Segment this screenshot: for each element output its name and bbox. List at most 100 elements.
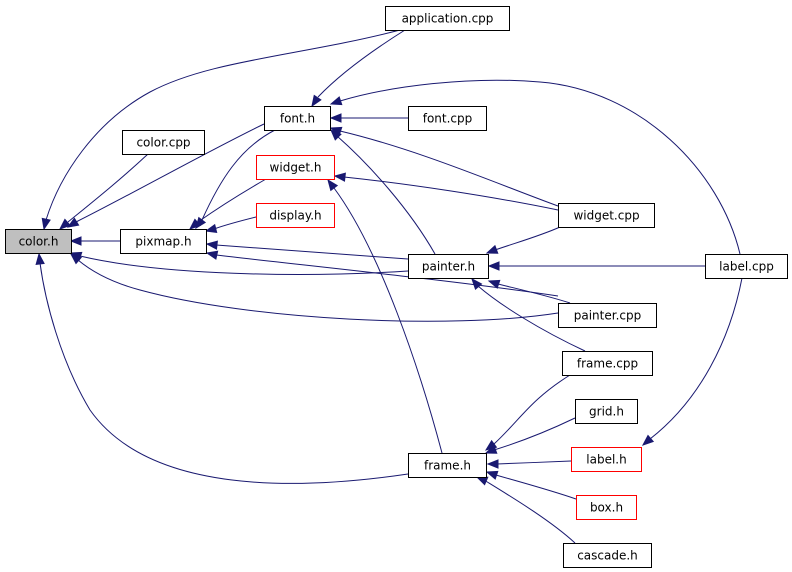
node-box: [256, 155, 335, 180]
node-display-h[interactable]: display.h: [256, 203, 335, 228]
edge-box-h-to-frame-h: [485, 470, 577, 500]
arrowhead: [205, 250, 219, 260]
node-color-h[interactable]: color.h: [5, 229, 72, 254]
node-label: font.h: [280, 112, 315, 126]
edge-label-cpp-to-painter-h: [487, 261, 705, 271]
edge-painter-cpp-to-color-h: [69, 253, 559, 322]
arrowhead: [205, 240, 218, 250]
node-box: [264, 106, 331, 131]
arrowhead: [35, 252, 45, 265]
arrowhead: [329, 96, 343, 106]
arrowhead: [41, 217, 51, 231]
node-label: color.h: [19, 235, 59, 249]
arrowhead: [641, 434, 655, 446]
node-label: widget.h: [270, 161, 322, 175]
node-label: display.h: [269, 209, 321, 223]
edge-painter-cpp-to-painter-h: [487, 279, 571, 304]
arrowhead: [195, 216, 207, 230]
arrowhead: [487, 279, 501, 289]
arrowhead: [486, 459, 499, 469]
node-font-cpp[interactable]: font.cpp: [408, 106, 487, 131]
node-box: [122, 130, 205, 155]
node-label: grid.h: [589, 405, 624, 419]
node-label: font.cpp: [423, 112, 473, 126]
node-box: [408, 254, 489, 279]
node-label: cascade.h: [577, 549, 638, 563]
edge-application-cpp-to-font-h: [311, 29, 406, 108]
edge-painter-h-to-pixmap-h: [205, 240, 409, 260]
edge-widget-cpp-to-widget-h: [333, 172, 559, 211]
node-pixmap-h[interactable]: pixmap.h: [120, 229, 207, 254]
node-label: label.h: [586, 453, 626, 467]
arrowhead: [69, 253, 83, 265]
node-box: [408, 453, 487, 478]
edge-label-cpp-to-font-h: [329, 79, 741, 255]
arrowhead: [69, 236, 82, 246]
node-box: [408, 106, 487, 131]
edge-font-h-to-color-h: [66, 123, 265, 228]
edge-cascade-h-to-frame-h: [475, 476, 576, 544]
node-box: [385, 6, 510, 31]
node-box: [256, 203, 335, 228]
node-label: application.cpp: [402, 12, 494, 26]
node-application-cpp[interactable]: application.cpp: [385, 6, 510, 31]
node-label: box.h: [590, 501, 623, 515]
arrowhead: [311, 94, 322, 108]
node-box: [5, 229, 72, 254]
edge-display-h-to-pixmap-h: [204, 216, 257, 234]
edge-frame-h-to-widget-h: [327, 178, 443, 454]
arrowhead: [204, 223, 218, 234]
graph-nodes: color.h application.cpp font.h font.cpp colo…: [5, 6, 788, 568]
edge-widget-cpp-to-painter-h: [485, 226, 561, 254]
node-label: widget.cpp: [573, 209, 639, 223]
node-painter-cpp[interactable]: painter.cpp: [558, 303, 657, 328]
edge-application-cpp-to-color-h: [41, 29, 401, 231]
node-label-h[interactable]: label.h: [571, 447, 642, 472]
edge-font-cpp-to-font-h: [329, 113, 408, 123]
node-box: [563, 543, 652, 568]
arrowhead: [485, 244, 499, 254]
node-box: [562, 351, 653, 376]
edge-label-h-to-frame-h: [486, 459, 572, 469]
arrowhead: [485, 470, 499, 480]
node-box: [576, 495, 637, 520]
node-box-h[interactable]: box.h: [576, 495, 637, 520]
graph-edges: [35, 29, 743, 544]
node-cascade-h[interactable]: cascade.h: [563, 543, 652, 568]
arrowhead: [484, 444, 498, 454]
node-label: frame.cpp: [577, 357, 638, 371]
arrowhead: [487, 261, 500, 271]
node-widget-cpp[interactable]: widget.cpp: [558, 203, 655, 228]
node-box: [571, 447, 642, 472]
arrowhead: [329, 113, 342, 123]
node-widget-h[interactable]: widget.h: [256, 155, 335, 180]
node-box: [558, 203, 655, 228]
edge-font-h-to-pixmap-h: [195, 129, 276, 230]
edge-label-cpp-to-label-h: [641, 277, 743, 446]
arrowhead: [333, 172, 346, 182]
arrowhead: [58, 218, 72, 230]
node-box: [705, 254, 788, 279]
node-painter-h[interactable]: painter.h: [408, 254, 489, 279]
node-label: pixmap.h: [135, 235, 191, 249]
node-frame-cpp[interactable]: frame.cpp: [562, 351, 653, 376]
node-box: [575, 399, 638, 424]
node-box: [120, 229, 207, 254]
node-label: painter.cpp: [574, 309, 641, 323]
edge-grid-h-to-frame-h: [484, 417, 576, 454]
arrowhead: [327, 178, 339, 192]
node-frame-h[interactable]: frame.h: [408, 453, 487, 478]
node-color-cpp[interactable]: color.cpp: [122, 130, 205, 155]
node-label: painter.h: [422, 260, 475, 274]
arrowhead: [66, 217, 80, 228]
node-label: label.cpp: [719, 260, 774, 274]
node-grid-h[interactable]: grid.h: [575, 399, 638, 424]
arrowhead: [471, 277, 483, 291]
node-box: [558, 303, 657, 328]
node-label-cpp[interactable]: label.cpp: [705, 254, 788, 279]
node-font-h[interactable]: font.h: [264, 106, 331, 131]
arrowhead: [330, 129, 342, 141]
node-label: frame.h: [424, 459, 471, 473]
edge-pixmap-h-to-color-h: [69, 236, 120, 246]
